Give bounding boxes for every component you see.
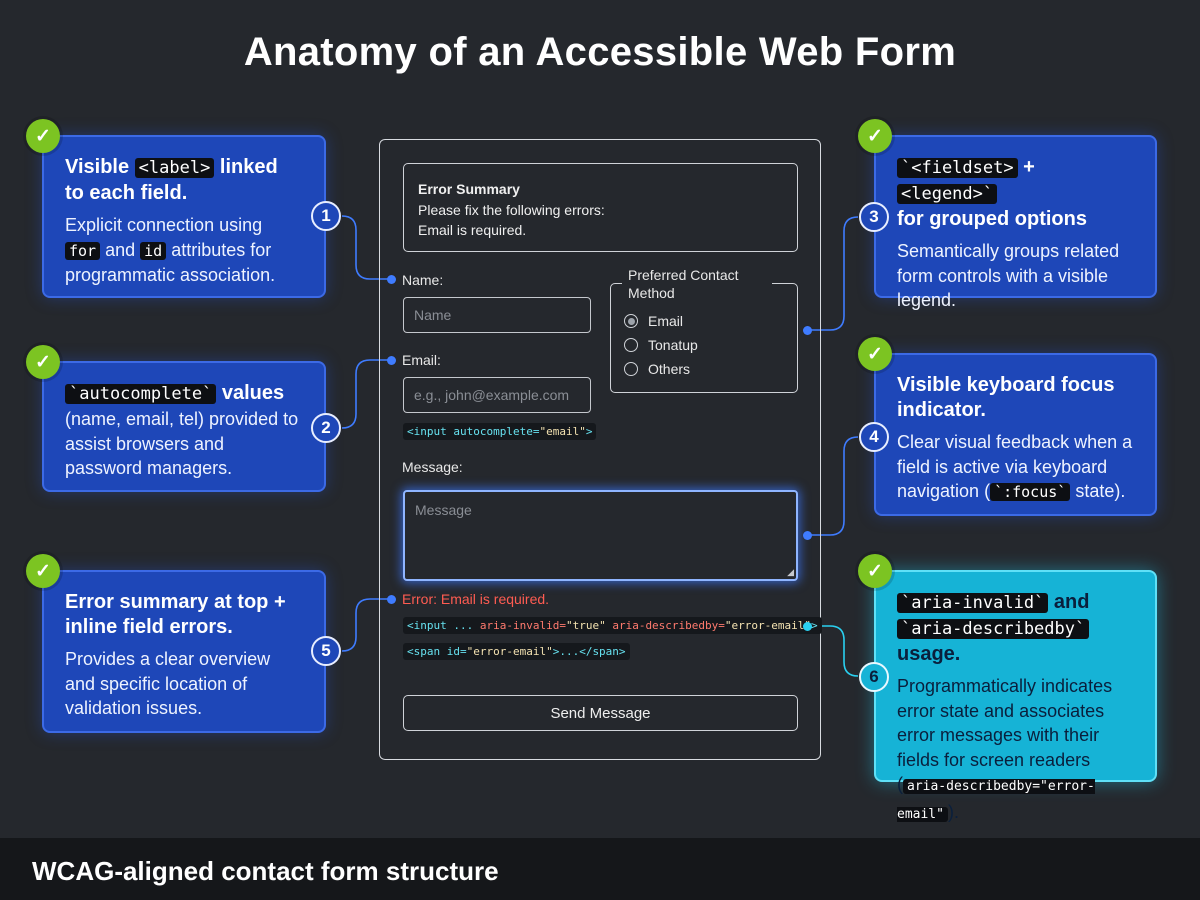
send-message-button[interactable]: Send Message [403,695,798,731]
card-title: `autocomplete` values [65,381,302,407]
card-title: `aria-invalid` and`aria-describedby` usa… [897,591,1090,665]
page-title: Anatomy of an Accessible Web Form [243,30,957,74]
number-badge-4: 4 [859,422,889,452]
connector-dot-4 [803,531,812,540]
message-label: Message: [402,459,463,475]
number-badge-2: 2 [311,413,341,443]
aria-input-code: <input ... aria-invalid="true" aria-desc… [403,617,822,634]
connector-dot-2 [387,356,396,365]
card-title: Visible keyboard focus indicator. [897,374,1115,421]
card-body: Semantically groups related form control… [897,241,1120,310]
name-label: Name: [402,272,444,288]
annotation-card-aria: `aria-invalid` and`aria-describedby` usa… [874,570,1157,822]
error-summary: Error Summary Please fix the following e… [403,163,798,252]
connector-dot-1 [387,275,396,284]
resize-handle-icon[interactable]: ◢ [787,567,794,577]
span-error-code: <span id="error-email">...</span> [403,643,630,660]
annotation-card-focus: Visible keyboard focus indicator. Clear … [874,353,1157,516]
connector-dot-3 [803,326,812,335]
fieldset-legend: Preferred Contact Method [622,266,772,302]
email-input[interactable]: e.g., john@example.com [403,377,591,413]
autocomplete-code: <input autocomplete="email"> [403,423,597,440]
number-badge-6: 6 [859,662,889,692]
checkmark-icon: ✓ [26,345,60,379]
contact-form [379,139,821,760]
code-label-tag: <label> [134,158,215,178]
checkmark-icon: ✓ [26,554,60,588]
message-textarea[interactable]: Message◢ [403,490,798,581]
annotation-card-errors: Error summary at top + inline field erro… [42,570,326,733]
connector-dot-6 [803,622,812,631]
card-body: Explicit connection using for and id att… [65,215,276,285]
checkmark-icon: ✓ [26,119,60,153]
card-body: Clear visual feedback when a field is ac… [897,432,1133,501]
radio-icon[interactable] [624,362,638,376]
radio-others[interactable]: Others [624,361,690,377]
card-title: Error summary at top + inline field erro… [65,591,286,638]
connector-dot-5 [387,595,396,604]
error-summary-item[interactable]: Email is required. [418,222,527,238]
checkmark-icon: ✓ [858,119,892,153]
radio-tonatup[interactable]: Tonatup [624,337,698,353]
card-body: Provides a clear overview and specific l… [65,649,271,718]
radio-email[interactable]: Email [624,313,683,329]
inline-error: Error: Email is required. [402,591,550,607]
name-input[interactable]: Name [403,297,591,333]
number-badge-1: 1 [311,201,341,231]
radio-icon[interactable] [624,338,638,352]
card-body: Programmatically indicates error state a… [897,676,1113,822]
checkmark-icon: ✓ [858,337,892,371]
checkmark-icon: ✓ [858,554,892,588]
email-label: Email: [402,352,441,368]
annotation-card-autocomplete: `autocomplete` values (name, email, tel)… [42,361,326,492]
error-summary-line: Please fix the following errors: [418,201,605,218]
card-title: `<fieldset> + <legend>`for grouped optio… [897,156,1087,230]
footer-caption: WCAG-aligned contact form structure [0,838,1200,900]
number-badge-3: 3 [859,202,889,232]
radio-selected-icon[interactable] [624,314,638,328]
error-summary-title: Error Summary [418,181,520,197]
annotation-card-fieldset: `<fieldset> + <legend>`for grouped optio… [874,135,1157,310]
number-badge-5: 5 [311,636,341,666]
card-body: (name, email, tel) provided to assist br… [65,409,299,478]
